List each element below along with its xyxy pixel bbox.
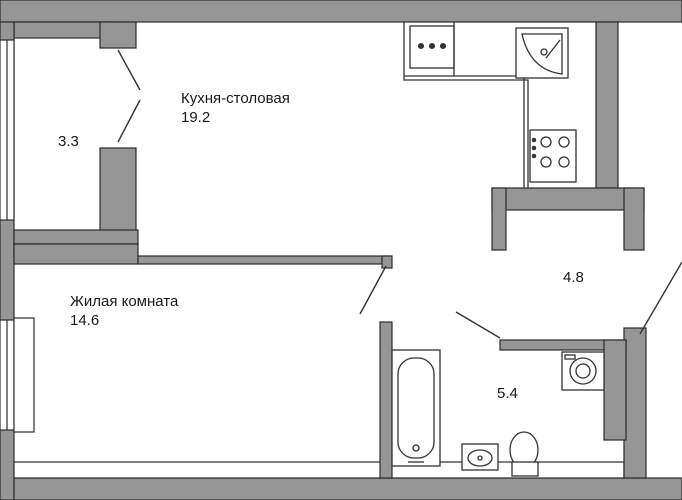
wall-bottom [13, 477, 682, 500]
washing-machine-drum-inner [575, 363, 591, 379]
wall-loggia-bottom [13, 229, 139, 245]
wall-bath-left [379, 321, 393, 479]
kitchen-counter [403, 21, 597, 189]
stove-knob-2 [531, 145, 537, 151]
wall-living-top-thin [137, 255, 391, 265]
room-label-kitchen: Кухня-столовая 19.2 [181, 89, 290, 127]
wall-hall-left-post [491, 187, 507, 251]
washbasin-drain [477, 455, 483, 461]
wall-hall-right-post [623, 187, 645, 251]
stove-burner-1 [540, 136, 552, 148]
kitchen-name: Кухня-столовая [181, 90, 290, 107]
stove [529, 129, 577, 183]
wall-living-top [13, 243, 139, 265]
corner-sink-faucet [545, 39, 561, 59]
door-loggia-swing-a [117, 49, 141, 91]
room-label-hall: 4.8 [563, 268, 584, 287]
wall-kitchen-door-jamb-top [99, 21, 137, 49]
room-label-bathroom: 5.4 [497, 384, 518, 403]
wall-right-upper [595, 21, 619, 189]
door-loggia-swing-b [117, 99, 141, 143]
bath-fixtures [391, 349, 605, 477]
living-area: 14.6 [70, 312, 100, 329]
door-swings [117, 49, 682, 339]
door-living-swing [359, 265, 387, 315]
room-label-living: Жилая комната 14.6 [70, 292, 178, 330]
stove-burner-2 [558, 136, 570, 148]
fridge-dot-1 [417, 42, 425, 50]
wall-living-door-jamb [381, 255, 393, 269]
stove-knob-3 [531, 153, 537, 159]
loggia-area: 3.3 [58, 133, 79, 150]
washing-machine-panel [564, 354, 576, 360]
door-bath-swing [455, 311, 501, 339]
fridge-dot-3 [439, 42, 447, 50]
room-label-loggia: 3.3 [58, 132, 79, 151]
wall-right-lower [623, 327, 647, 479]
kitchen-area: 19.2 [181, 109, 211, 126]
living-name: Жилая комната [70, 293, 179, 310]
fridge-dot-2 [428, 42, 436, 50]
wall-hall-top [491, 187, 645, 211]
wall-left-window-lower-inner [13, 317, 35, 433]
bathtub-inner [397, 357, 435, 459]
stove-burner-4 [558, 156, 570, 168]
corner-sink-drain [540, 48, 548, 56]
bathroom-area: 5.4 [497, 385, 518, 402]
wall-bath-right-thin [603, 339, 627, 441]
toilet-tank [511, 461, 539, 477]
stove-burner-3 [540, 156, 552, 168]
wall-loggia-top [13, 21, 115, 39]
bathtub-drain [412, 444, 420, 452]
wall-top [0, 0, 682, 23]
door-entrance-swing [639, 261, 682, 335]
stove-knob-1 [531, 137, 537, 143]
hall-area: 4.8 [563, 269, 584, 286]
